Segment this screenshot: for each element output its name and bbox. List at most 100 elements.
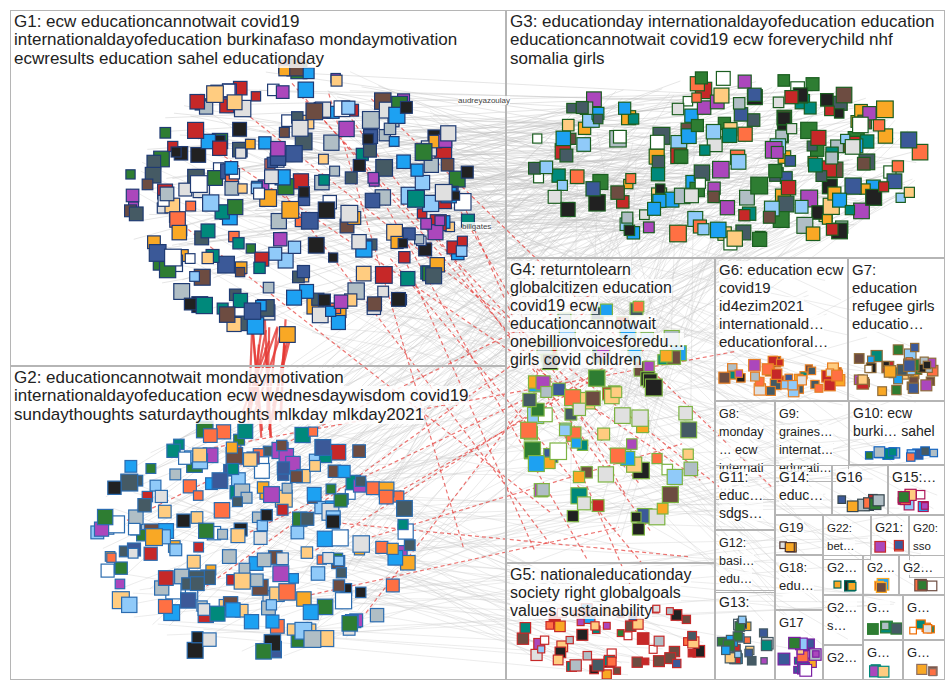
profile-picture [311,567,324,580]
profile-picture [356,266,371,281]
tie-line [311,126,879,568]
profile-pictures [838,495,884,512]
profile-picture [266,615,279,628]
profile-pictures [717,616,773,665]
profile-picture [806,227,820,241]
profile-picture [398,239,407,248]
profile-picture [835,109,844,118]
profile-picture [929,667,938,676]
group-keywords: G10: ecw burki… sahel [853,405,935,439]
profile-picture [238,424,253,439]
tie-line [430,111,893,462]
tie-line [343,523,691,557]
profile-picture [804,102,816,114]
profile-picture [108,481,121,494]
profile-picture [306,103,323,120]
profile-picture [778,653,790,665]
profile-picture [845,206,854,215]
profile-picture [706,125,720,139]
group-keywords: G… [867,645,890,660]
profile-picture [642,658,649,665]
profile-picture [289,574,299,584]
profile-picture [307,487,321,501]
profile-picture [331,75,342,86]
profile-picture [878,666,889,677]
group-box: G17 [775,610,823,680]
group-box: G2… s… [823,595,863,645]
profile-picture [624,632,632,640]
group-label-wrap: G12: basi… edu… [716,531,774,589]
profile-picture [353,445,366,458]
profile-picture [748,88,761,101]
profile-picture [301,512,314,525]
profile-picture [338,465,350,477]
profile-picture [708,191,719,202]
profile-picture [760,629,768,637]
profile-picture [160,187,174,201]
profile-picture [397,155,411,169]
tie-line [133,179,913,488]
profile-picture [342,101,355,114]
profile-picture [697,101,710,114]
profile-picture [319,175,330,186]
tie-line [172,107,672,179]
tie-line [196,484,739,517]
group-keywords: G… [907,600,930,615]
profile-picture [171,147,181,157]
group-keywords: G19 [779,520,804,535]
tie-line [134,493,704,643]
group-keywords: G… [907,645,930,660]
profile-picture [353,536,369,552]
profile-picture [654,656,665,667]
profile-picture [778,112,791,125]
profile-picture [150,480,161,491]
group-keywords: G… [867,600,890,615]
group-label-wrap: G4: returntolearn globalcitizen educatio… [507,259,714,371]
profile-picture [336,568,346,578]
group-keywords: G2… [827,650,857,665]
profile-picture [244,303,260,319]
profile-picture [411,164,423,176]
profile-picture [223,550,237,564]
group-label-wrap: G1: ecw educationcannotwait covid19 inte… [11,11,505,70]
group-box: G4: returntolearn globalcitizen educatio… [506,258,715,563]
profile-picture [277,504,288,515]
profile-picture [309,427,318,436]
profile-picture [415,144,432,161]
profile-picture [341,205,358,222]
profile-picture [415,175,429,189]
tie-line [352,139,831,622]
profile-picture [745,649,753,657]
group-box: G16 [832,465,888,515]
group-label-wrap: G5: nationaleducationday society right g… [507,564,714,622]
profile-picture [858,375,867,384]
profile-picture [763,211,775,223]
profile-picture [825,106,835,116]
profile-picture [246,244,255,253]
profile-picture [567,511,578,522]
profile-picture [392,293,406,307]
profile-picture [761,640,771,650]
tie-line [152,191,938,495]
profile-picture [557,180,567,190]
profile-picture [122,597,137,612]
profile-picture [573,403,585,415]
profile-picture [548,190,561,203]
profile-pictures [529,72,928,250]
profile-picture [226,442,237,453]
tie-line [195,137,700,481]
profile-picture [308,237,324,253]
group-box: G2… [823,645,863,680]
profile-picture [160,128,171,139]
profile-picture [297,592,311,606]
profile-picture [815,384,823,392]
profile-picture [929,669,936,676]
profile-picture [583,652,591,660]
tie-line [235,127,597,193]
profile-picture [777,110,792,125]
profile-picture [892,161,903,172]
profile-picture [279,127,289,137]
profile-picture [298,82,313,97]
group-keywords: G13: [719,594,749,610]
profile-picture [753,232,767,246]
